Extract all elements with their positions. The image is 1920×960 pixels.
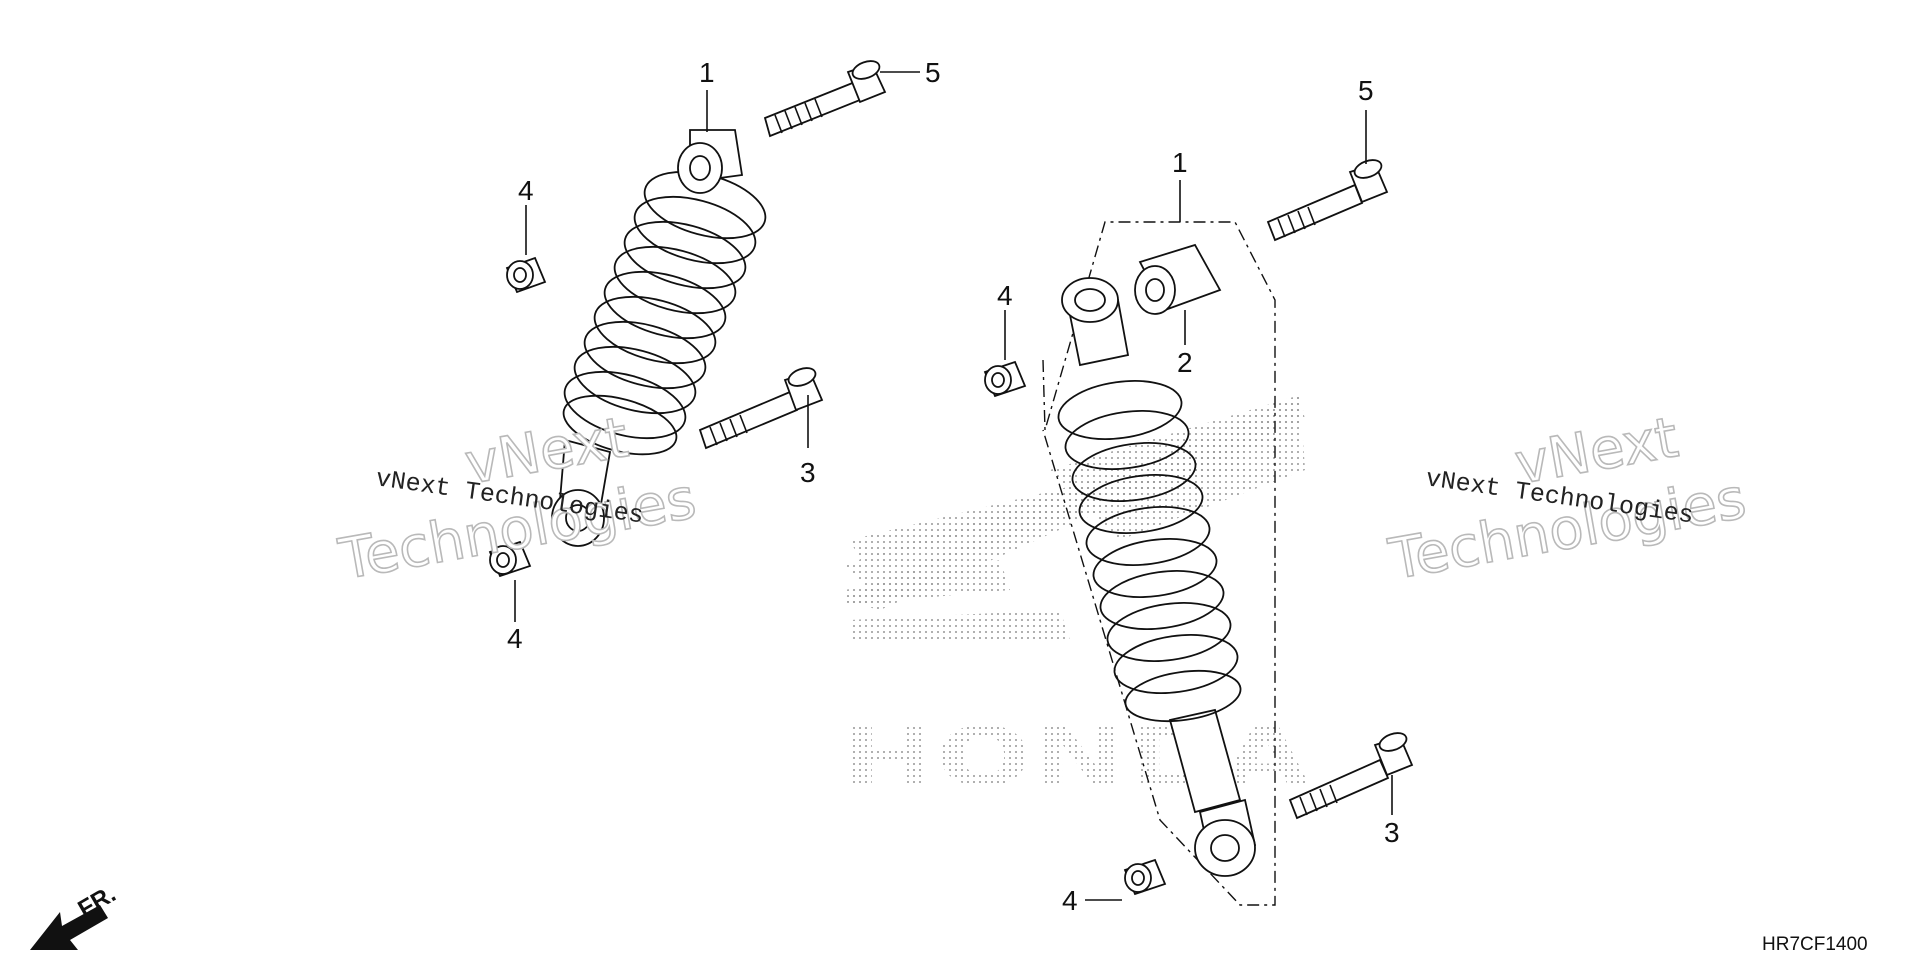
callout-right-2: 2 bbox=[1177, 347, 1193, 378]
leader-lines bbox=[514, 71, 1393, 901]
right-upper-nut[interactable] bbox=[983, 360, 1027, 398]
callout-right-5: 5 bbox=[1358, 75, 1374, 106]
callout-left-5: 5 bbox=[925, 57, 941, 88]
right-bushing[interactable] bbox=[1134, 243, 1222, 315]
honda-wing-logo bbox=[840, 395, 1305, 640]
right-shock-spring bbox=[1057, 380, 1242, 722]
right-upper-bolt[interactable] bbox=[1266, 157, 1389, 242]
callout-left-3: 3 bbox=[800, 457, 816, 488]
callout-right-4-top: 4 bbox=[997, 280, 1013, 311]
left-upper-bolt[interactable] bbox=[763, 58, 887, 138]
right-shock-group-outline bbox=[1042, 221, 1276, 906]
left-lower-bolt[interactable] bbox=[698, 365, 824, 450]
left-shock-absorber[interactable] bbox=[551, 129, 773, 547]
left-lower-nut[interactable] bbox=[488, 540, 532, 578]
left-upper-nut[interactable] bbox=[505, 256, 547, 294]
right-lower-bolt[interactable] bbox=[1288, 730, 1414, 820]
callout-left-1: 1 bbox=[699, 57, 715, 88]
callout-left-4-top: 4 bbox=[518, 175, 534, 206]
honda-logo-text: HONDA bbox=[840, 711, 1310, 804]
front-arrow-icon bbox=[30, 905, 108, 950]
right-shock-absorber[interactable] bbox=[1055, 277, 1257, 877]
front-direction-indicator: FR. bbox=[30, 880, 120, 950]
callout-right-3: 3 bbox=[1384, 817, 1400, 848]
callout-left-4-bottom: 4 bbox=[507, 623, 523, 654]
right-lower-nut[interactable] bbox=[1123, 858, 1167, 896]
diagram-code: HR7CF1400 bbox=[1762, 934, 1868, 955]
callouts: 1 5 4 3 4 1 5 4 2 3 4 bbox=[507, 57, 1400, 916]
callout-right-4-bottom: 4 bbox=[1062, 885, 1078, 916]
callout-right-1: 1 bbox=[1172, 147, 1188, 178]
